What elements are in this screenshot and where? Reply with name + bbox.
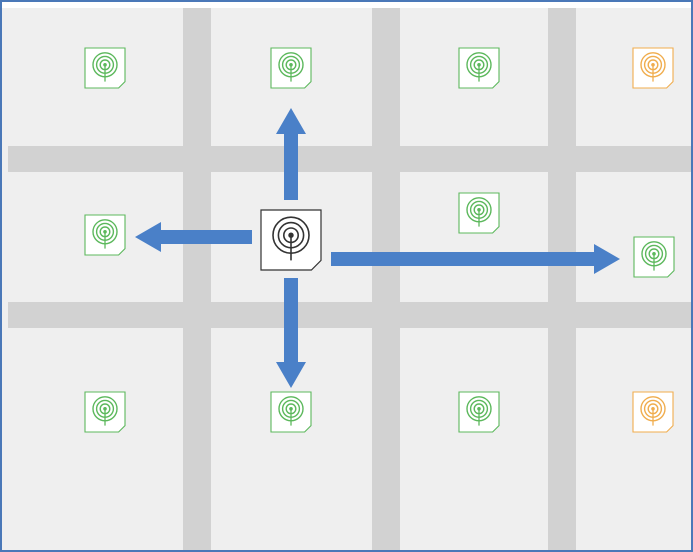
arrow-to-r1c2: [276, 108, 306, 200]
arrow-to-r2c1: [135, 222, 252, 252]
node-wireless-signal-icon: [84, 214, 126, 256]
horizontal-road: [8, 302, 693, 328]
arrow-to-r3c2: [276, 278, 306, 388]
vertical-road: [548, 8, 576, 552]
node-wireless-signal-icon: [458, 391, 500, 433]
arrows-layer: [135, 108, 620, 388]
node-wireless-signal-icon: [632, 47, 674, 89]
node-wireless-signal-icon: [84, 391, 126, 433]
node-wireless-signal-icon: [270, 47, 312, 89]
nodes-layer: [84, 47, 675, 433]
vertical-road: [183, 8, 211, 552]
node-wireless-signal-icon: [632, 391, 674, 433]
arrow-to-r2c4: [331, 244, 620, 274]
node-wireless-signal-icon: [633, 236, 675, 278]
vertical-road: [372, 8, 400, 552]
node-wireless-signal-icon: [458, 192, 500, 234]
node-wireless-signal-icon: [458, 47, 500, 89]
node-wireless-signal-icon: [270, 391, 312, 433]
center-node-wireless-signal-icon: [260, 209, 322, 271]
horizontal-road: [8, 146, 693, 172]
node-wireless-signal-icon: [84, 47, 126, 89]
top-margin: [0, 0, 693, 8]
